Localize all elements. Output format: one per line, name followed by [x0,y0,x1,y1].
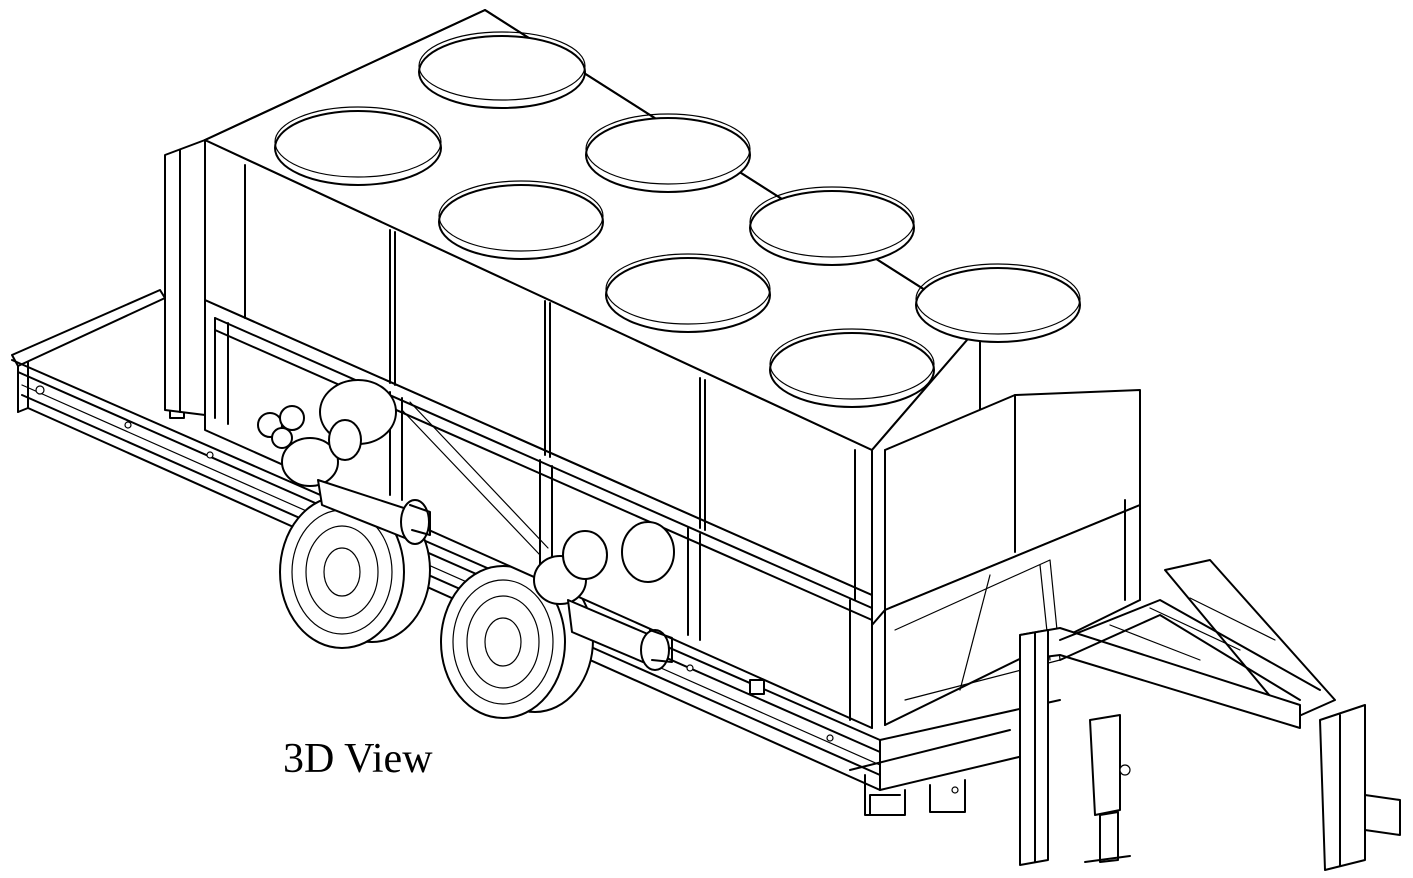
fan-8 [769,328,935,408]
fan-3 [585,113,751,193]
fan-1 [418,31,586,109]
rear-wheel-pair [279,495,431,649]
gooseneck-hitch [1019,559,1401,871]
fan-7 [915,263,1081,343]
front-pump-assembly [533,521,675,671]
fan-4 [438,180,604,260]
fan-2 [274,106,442,186]
trailer-frame [11,289,1061,816]
fan-array [274,31,1081,408]
fan-5 [749,186,915,266]
fan-6 [605,253,771,333]
rear-pump-assembly [257,379,431,545]
view-label: 3D View [283,736,433,782]
